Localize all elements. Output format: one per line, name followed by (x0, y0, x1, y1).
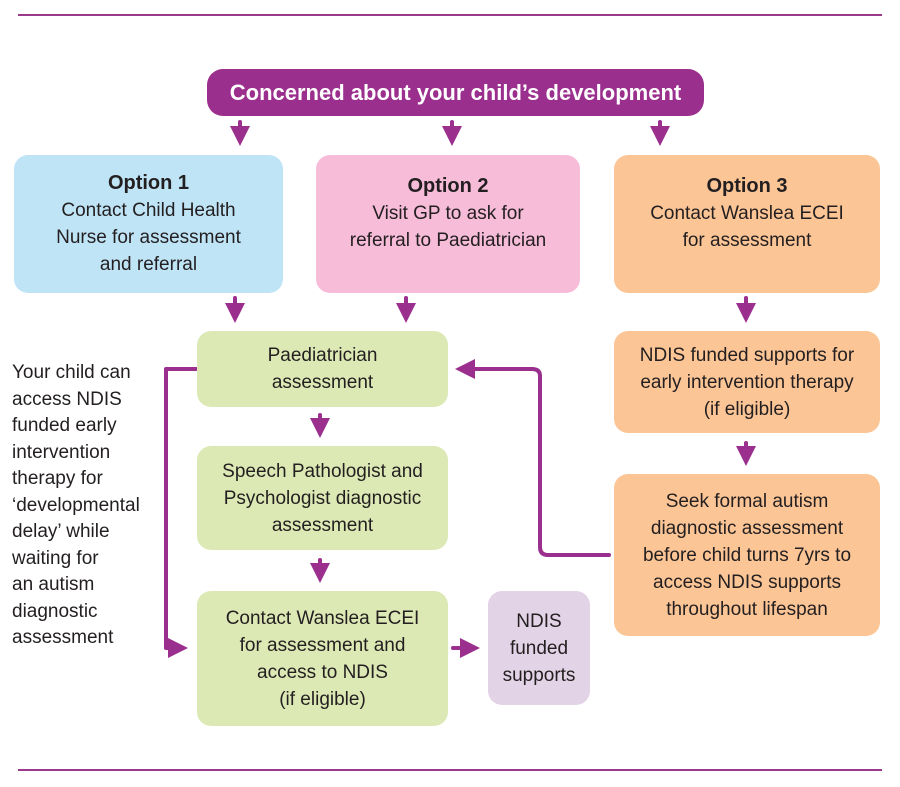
seek-line: Seek formal autism (665, 490, 829, 512)
paed-line: Paediatrician (267, 345, 378, 366)
option1-heading: Option 1 (107, 172, 190, 194)
option3-line: Contact Wanslea ECEI (650, 203, 844, 224)
arrow-side-contact (164, 367, 198, 658)
side-note-line: diagnostic (12, 600, 98, 622)
speech-line: Psychologist diagnostic (223, 487, 422, 509)
option3-box: Option 3 Contact Wanslea ECEI for assess… (614, 155, 880, 293)
side-note-line: Your child can (12, 362, 131, 383)
side-note-line: access NDIS (12, 388, 122, 410)
seek-line: before child turns 7yrs to (642, 544, 852, 566)
side-note-line: an autism (12, 574, 95, 595)
side-note: Your child can access NDIS funded early … (12, 360, 172, 652)
option1-box: Option 1 Contact Child Health Nurse for … (14, 155, 283, 293)
seek-line: access NDIS supports (653, 571, 841, 593)
option3-heading: Option 3 (706, 175, 788, 197)
speech-line: Speech Pathologist and (222, 460, 423, 482)
side-note-line: delay’ while (12, 521, 110, 542)
contact-line: Contact Wanslea ECEI (225, 607, 420, 629)
side-note-line: ‘developmental (12, 494, 140, 516)
option2-box: Option 2 Visit GP to ask for referral to… (316, 155, 580, 293)
contact-line: (if eligible) (279, 688, 366, 710)
seek-line: throughout lifespan (666, 598, 828, 620)
side-note-line: waiting for (12, 547, 99, 569)
bottom-divider (18, 769, 882, 771)
ndis-ei-line: NDIS funded supports for (639, 344, 855, 366)
arrow-seek-paed (455, 359, 611, 557)
concerned-banner: Concerned about your child’s development (207, 69, 704, 116)
ndis-funded-line: supports (502, 664, 576, 686)
paediatrician-assessment-box: Paediatrician assessment (197, 331, 448, 407)
ndis-ei-line: (if eligible) (703, 398, 791, 420)
option3-line: for assessment (682, 230, 812, 251)
top-divider (18, 14, 882, 16)
ndis-ei-line: early intervention therapy (640, 371, 854, 393)
ndis-funded-supports-box: NDIS funded supports (488, 591, 590, 705)
option2-line: referral to Paediatrician (349, 230, 547, 251)
option1-line: and referral (99, 254, 198, 275)
ndis-funded-line: funded (509, 637, 569, 659)
contact-line: for assessment and (239, 634, 406, 656)
option2-heading: Option 2 (407, 175, 489, 197)
speech-line: assessment (271, 514, 374, 536)
banner-title: Concerned about your child’s development (229, 80, 682, 105)
paed-line: assessment (271, 372, 374, 393)
speech-psych-assessment-box: Speech Pathologist and Psychologist diag… (197, 446, 448, 550)
option1-line: Contact Child Health (61, 200, 236, 221)
ndis-early-intervention-box: NDIS funded supports for early intervent… (614, 331, 880, 433)
contact-ecei-box: Contact Wanslea ECEI for assessment and … (197, 591, 448, 726)
option1-line: Nurse for assessment (56, 227, 241, 248)
side-note-line: intervention (12, 441, 111, 463)
ndis-funded-line: NDIS (516, 610, 562, 632)
contact-line: access to NDIS (257, 661, 388, 683)
option2-line: Visit GP to ask for (372, 203, 524, 224)
seek-line: diagnostic assessment (650, 517, 844, 539)
side-note-line: therapy for (12, 468, 103, 489)
seek-formal-assessment-box: Seek formal autism diagnostic assessment… (614, 474, 880, 636)
side-note-line: assessment (12, 627, 114, 648)
side-note-line: funded early (12, 415, 117, 436)
